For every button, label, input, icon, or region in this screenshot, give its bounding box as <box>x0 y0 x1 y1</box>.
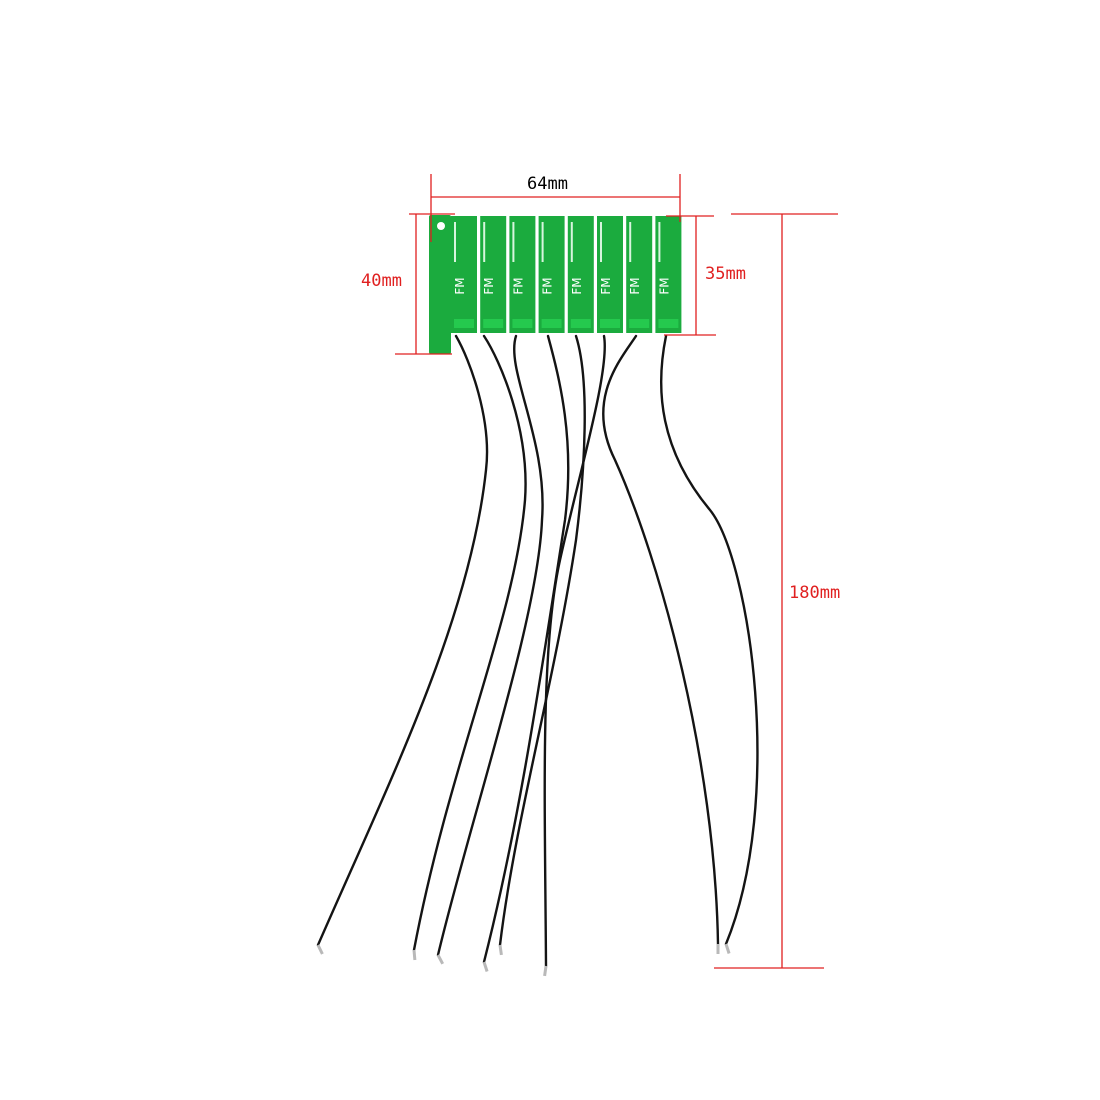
antenna-silkscreen-label: FM <box>541 277 555 294</box>
width-dimension-label: 64mm <box>527 174 568 194</box>
cable <box>316 334 489 947</box>
antenna-silkscreen-label: FM <box>511 277 525 294</box>
cable-tip <box>716 944 720 954</box>
antenna-pad <box>454 319 474 328</box>
antenna-trace <box>600 222 602 262</box>
antenna-pad <box>541 319 562 328</box>
antenna-trace <box>541 222 544 262</box>
antenna-trace <box>512 222 515 262</box>
cable <box>659 334 759 946</box>
antenna-strip: FM <box>509 216 536 333</box>
cable-tip <box>724 943 731 954</box>
cable <box>498 334 586 947</box>
antenna-silkscreen-label: FM <box>453 277 467 294</box>
antenna-silkscreen-label: FM <box>599 277 613 294</box>
cable-tip <box>482 961 489 972</box>
cable <box>602 334 720 946</box>
antenna-trace <box>454 222 456 262</box>
pcb-mounting-tab <box>429 215 451 354</box>
antenna-silkscreen-label: FM <box>628 277 642 294</box>
antenna-trace <box>658 222 661 262</box>
antenna-strip: FM <box>567 216 594 333</box>
antenna-pad <box>512 319 533 328</box>
antenna-pad <box>629 319 650 328</box>
left-height-dimension-label: 40mm <box>361 271 402 291</box>
antenna-pad <box>658 319 679 328</box>
cable-tip <box>543 965 548 977</box>
antenna-pad <box>570 319 591 328</box>
cable <box>412 334 527 952</box>
right-height-dimension-label: 35mm <box>705 264 746 284</box>
mounting-hole <box>437 222 445 230</box>
antenna-pad <box>600 319 620 328</box>
cable <box>436 334 544 957</box>
cable-tip <box>316 944 324 955</box>
antenna-silkscreen-label: FM <box>657 277 671 294</box>
cable-tips <box>316 943 731 977</box>
antenna-strip: FM <box>626 216 653 333</box>
antenna-strips: FM FM FM FM FM FM FM FM <box>451 216 682 333</box>
antenna-silkscreen-label: FM <box>570 277 584 294</box>
cable-tip <box>498 944 503 956</box>
antenna-silkscreen-label: FM <box>482 277 496 294</box>
pcb-antenna-strip: FM FM FM FM FM FM FM FM <box>429 215 682 354</box>
antenna-strip: FM <box>597 216 623 333</box>
antenna-strip: FM <box>655 216 682 333</box>
cable <box>543 334 606 968</box>
antenna-trace <box>483 222 486 262</box>
cable-tip <box>436 954 445 965</box>
antenna-strip: FM <box>538 216 565 333</box>
cable-length-dimension-label: 180mm <box>789 583 841 603</box>
cable-tip <box>412 949 417 961</box>
antenna-strip: FM <box>451 216 477 333</box>
coax-cables <box>316 334 759 968</box>
antenna-trace <box>629 222 632 262</box>
antenna-strip: FM <box>480 216 507 333</box>
antenna-pad <box>483 319 504 328</box>
dimension-lines <box>395 174 838 969</box>
antenna-trace <box>570 222 573 262</box>
